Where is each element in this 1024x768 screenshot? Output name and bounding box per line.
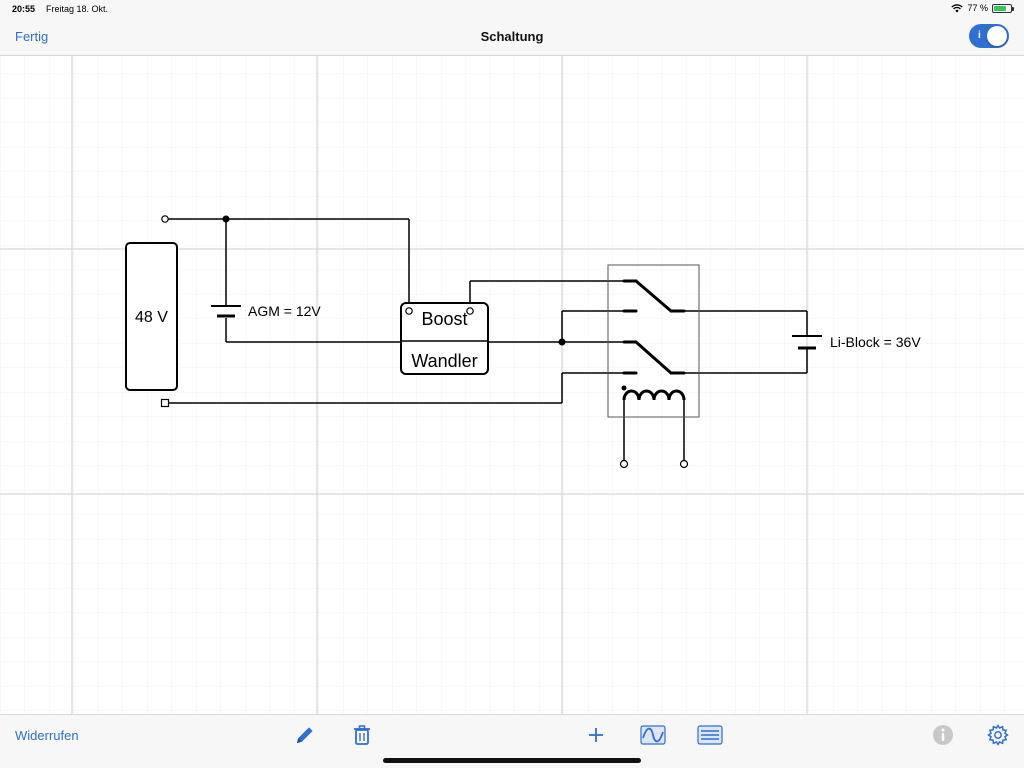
wave-icon[interactable]	[640, 723, 666, 747]
boost-label: Boost	[421, 309, 467, 329]
status-bar: 20:55 Freitag 18. Okt. 77 %	[0, 0, 1024, 18]
relay-contacts	[622, 279, 686, 375]
home-indicator[interactable]	[383, 758, 641, 763]
status-time: 20:55	[12, 4, 36, 14]
battery-48v-block[interactable]	[125, 242, 178, 391]
battery-fill	[994, 5, 1007, 11]
toggle-knob	[987, 26, 1007, 46]
terminal-plus[interactable]	[161, 215, 169, 223]
toggle-info-mark: i	[978, 30, 981, 41]
done-button[interactable]: Fertig	[15, 29, 49, 44]
wandler-label: Wandler	[411, 351, 477, 371]
junction-dot	[558, 338, 566, 346]
agm-battery-symbol[interactable]	[211, 305, 241, 318]
relay[interactable]	[607, 264, 700, 418]
coil-terminal-left[interactable]	[619, 459, 629, 469]
relay-housing	[607, 264, 700, 418]
wifi-icon	[951, 3, 964, 12]
status-date: Freitag 18. Okt.	[46, 4, 109, 14]
terminal-minus[interactable]	[160, 398, 170, 408]
boost-input-terminal[interactable]	[405, 307, 413, 315]
undo-button[interactable]: Widerrufen	[15, 728, 79, 743]
gear-icon[interactable]	[986, 723, 1010, 747]
trash-icon[interactable]	[350, 723, 374, 747]
drawing-canvas[interactable]: 48 V AGM = 12V Boost Wandler	[0, 56, 1024, 714]
boost-output-terminal[interactable]	[466, 307, 474, 315]
battery-48v-label: 48 V	[135, 309, 168, 326]
li-battery-symbol[interactable]	[792, 335, 822, 350]
plus-icon[interactable]	[584, 723, 608, 747]
info-toggle[interactable]: i	[969, 24, 1009, 48]
relay-coil	[622, 389, 686, 401]
agm-label: AGM = 12V	[248, 303, 321, 319]
junction-dot	[222, 215, 230, 223]
li-block-label: Li-Block = 36V	[830, 334, 921, 350]
pencil-icon[interactable]	[293, 723, 317, 747]
list-icon[interactable]	[697, 723, 723, 747]
coil-polarity-dot	[621, 385, 627, 391]
status-right: 77 %	[951, 3, 1014, 13]
navigation-bar: Fertig Schaltung i	[0, 18, 1024, 56]
circuit-diagram[interactable]: 48 V AGM = 12V Boost Wandler	[0, 56, 1024, 714]
info-icon[interactable]	[931, 723, 955, 747]
battery-percent: 77 %	[967, 3, 988, 13]
battery-icon	[992, 3, 1014, 13]
boost-converter-block[interactable]	[400, 302, 489, 375]
coil-terminal-right[interactable]	[679, 459, 689, 469]
page-title: Schaltung	[480, 29, 544, 44]
